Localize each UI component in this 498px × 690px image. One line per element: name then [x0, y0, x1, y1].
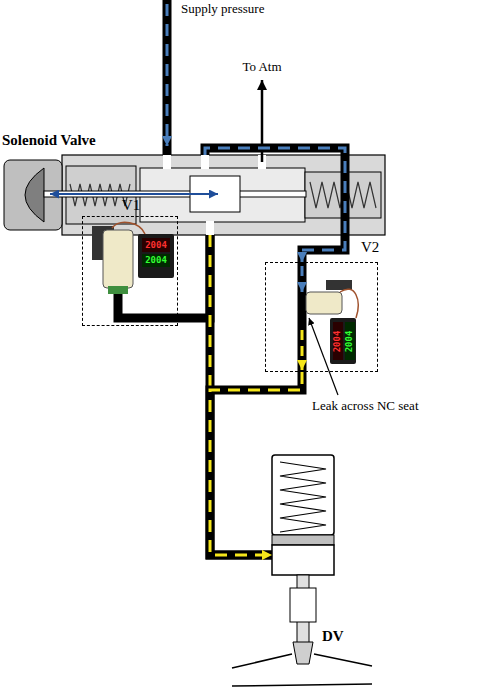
display-reading: 2004	[346, 330, 355, 352]
pipe	[210, 235, 272, 555]
pilot-valve-v2-part	[298, 262, 307, 372]
pipe-connector	[210, 372, 302, 555]
pilot-valve-v2-part	[330, 318, 356, 364]
pipe-connector	[210, 235, 272, 555]
flow-label: Supply pressure	[181, 2, 264, 17]
diaphragm-valve-body-part	[272, 545, 334, 575]
diaphragm-valve-body-part	[272, 535, 334, 545]
supply-line-part	[163, 0, 172, 158]
solenoid-valve-body-part	[201, 155, 209, 169]
node-label: V1	[122, 197, 140, 214]
diaphragm-valve: DV	[272, 455, 334, 575]
solenoid-valve-body-part	[163, 155, 171, 169]
pilot-valve-v1-part	[142, 254, 170, 267]
node-label: Solenoid Valve	[2, 132, 96, 149]
flow-label: To Atm	[242, 60, 281, 75]
supply-line	[167, 0, 168, 158]
solenoid-valve-body	[4, 155, 385, 235]
pipe	[205, 148, 345, 262]
pilot-valve-v2-part	[301, 330, 304, 370]
pilot-valve-v1-part	[138, 234, 174, 278]
pilot-valve-v2-part	[345, 322, 355, 360]
solenoid-valve-body-part	[44, 191, 306, 197]
diaphragm-valve-body-part	[272, 455, 334, 535]
pilot-valve-v2-part	[333, 322, 343, 360]
diaphragm-valve-body	[232, 455, 372, 686]
diaphragm-valve-body-part	[280, 462, 326, 532]
callout-label: Leak across NC seat	[312, 399, 419, 414]
pipe	[210, 372, 302, 555]
diaphragm-valve-body-part	[290, 588, 316, 622]
display-reading: 2004	[145, 241, 167, 250]
valve-group: V2	[265, 262, 378, 372]
solenoid-valve-body-part	[50, 193, 218, 195]
pilot-valve-v1-part	[112, 222, 145, 234]
solenoid-valve-body-part	[206, 221, 214, 235]
pipe-connector	[178, 235, 210, 318]
solenoid-valve: Solenoid Valve	[2, 155, 385, 235]
diaphragm-valve-body-part	[232, 684, 372, 686]
node-label: DV	[322, 628, 344, 645]
display-reading: 2004	[334, 330, 343, 352]
diaphragm-valve-body-part	[232, 654, 372, 668]
pipe	[178, 235, 210, 318]
pipe-connector	[205, 148, 345, 262]
pilot-valve-v1-part	[103, 230, 133, 288]
pilot-valve-v1-part	[118, 294, 178, 318]
flow-arrow	[205, 148, 345, 262]
diaphragm-valve-body-part	[293, 642, 313, 664]
pilot-valve-v1	[92, 222, 178, 318]
pilot-valve-v1-part	[142, 238, 170, 252]
solenoid-valve-body-part	[25, 168, 44, 222]
leader-line-part	[309, 318, 338, 395]
supply-line-part	[166, 4, 169, 146]
leader-line	[309, 318, 338, 395]
flow-arrow	[210, 372, 302, 555]
valve-group: V1	[82, 216, 178, 326]
pilot-valve-v2	[302, 262, 358, 372]
pilot-valve-v2-part	[306, 292, 342, 314]
flow-arrow	[210, 235, 272, 555]
display-reading: 2004	[145, 256, 167, 265]
pilot-valve-v2-part	[301, 266, 304, 292]
node-label: V2	[361, 239, 379, 256]
pilot-valve-v1-part	[108, 286, 128, 294]
pilot-valve-v2-part	[340, 289, 358, 318]
